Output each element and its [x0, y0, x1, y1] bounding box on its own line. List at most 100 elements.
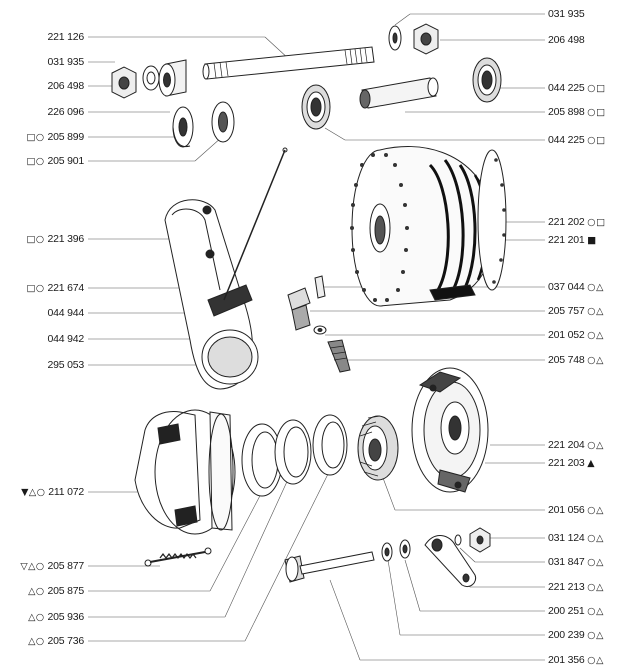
part-number: 200 239: [548, 629, 585, 641]
part-number: 201 052: [548, 329, 585, 341]
part-number: 205 875: [47, 585, 84, 597]
marks: △○: [28, 636, 45, 647]
label-200251: 200 251 ○△: [548, 605, 604, 618]
label-221396: □○ 221 396: [0, 233, 84, 246]
part-number: 205 736: [47, 635, 84, 647]
label-205898: 205 898 ○□: [548, 106, 606, 119]
marks: ○△: [587, 582, 604, 593]
label-295053: 295 053: [0, 359, 84, 372]
label-044942: 044 942: [0, 333, 84, 346]
part-number: 206 498: [548, 34, 585, 46]
label-221203: 221 203 ▲: [548, 457, 595, 470]
label-205936: △○ 205 936: [0, 611, 84, 624]
part-number: 206 498: [47, 80, 84, 92]
label-206498-left: 206 498: [0, 80, 84, 93]
part-number: 044 225: [548, 134, 585, 146]
marks: ○□: [587, 107, 606, 118]
part-number: 200 251: [548, 605, 585, 617]
part-number: 031 124: [548, 532, 585, 544]
label-205748: 205 748 ○△: [548, 354, 604, 367]
part-number: 031 847: [548, 556, 585, 568]
part-number: 044 225: [548, 82, 585, 94]
part-number: 221 126: [47, 31, 84, 43]
label-044225-upper: 044 225 ○□: [548, 82, 606, 95]
label-205736: △○ 205 736: [0, 635, 84, 648]
part-number: 205 877: [47, 560, 84, 572]
label-226096: 226 096: [0, 106, 84, 119]
marks: ○△: [587, 505, 604, 516]
part-number: 031 935: [548, 8, 585, 20]
label-031935-left: 031 935: [0, 56, 84, 69]
label-221204: 221 204 ○△: [548, 439, 604, 452]
part-number: 205 748: [548, 354, 585, 366]
label-221202: 221 202 ○□: [548, 216, 606, 229]
marks: ▼△○: [21, 487, 46, 498]
label-037044: 037 044 ○△: [548, 281, 604, 294]
part-number: 221 203: [548, 457, 585, 469]
marks: □○: [26, 132, 45, 143]
label-201052: 201 052 ○△: [548, 329, 604, 342]
part-number: 221 213: [548, 581, 585, 593]
label-205899: □○ 205 899: [0, 131, 84, 144]
label-205757: 205 757 ○△: [548, 305, 604, 318]
part-number: 037 044: [548, 281, 585, 293]
marks: ▲: [587, 458, 596, 469]
marks: ○△: [587, 606, 604, 617]
label-211072: ▼△○ 211 072: [0, 486, 84, 499]
part-number: 205 898: [548, 106, 585, 118]
part-number: 201 056: [548, 504, 585, 516]
marks: ○△: [587, 355, 604, 366]
part-number: 044 944: [47, 307, 84, 319]
part-number: 205 899: [47, 131, 84, 143]
marks: ○△: [587, 533, 604, 544]
label-201056: 201 056 ○△: [548, 504, 604, 517]
label-201356: 201 356 ○△: [548, 654, 604, 667]
marks: ○△: [587, 330, 604, 341]
label-200239: 200 239 ○△: [548, 629, 604, 642]
label-205901: □○ 205 901: [0, 155, 84, 168]
marks: ○□: [587, 217, 606, 228]
marks: □○: [26, 156, 45, 167]
part-number: 205 901: [47, 155, 84, 167]
marks: ○△: [587, 630, 604, 641]
part-number: 226 096: [47, 106, 84, 118]
part-number: 221 396: [47, 233, 84, 245]
part-number: 221 204: [548, 439, 585, 451]
label-205877: ▽△○ 205 877: [0, 560, 84, 573]
part-number: 044 942: [47, 333, 84, 345]
label-221201: 221 201 ■: [548, 234, 597, 247]
part-number: 031 935: [47, 56, 84, 68]
label-031847: 031 847 ○△: [548, 556, 604, 569]
marks: □○: [26, 234, 45, 245]
marks: ○□: [587, 135, 606, 146]
marks: ○△: [587, 306, 604, 317]
part-number: 205 757: [548, 305, 585, 317]
part-number: 221 674: [47, 282, 84, 294]
part-number: 211 072: [48, 486, 84, 498]
marks: △○: [28, 612, 45, 623]
part-number: 201 356: [548, 654, 585, 666]
marks: ○△: [587, 282, 604, 293]
part-number: 295 053: [47, 359, 84, 371]
part-number: 205 936: [47, 611, 84, 623]
label-206498-right: 206 498: [548, 34, 585, 47]
label-031935-right: 031 935: [548, 8, 585, 21]
label-221126-left: 221 126: [0, 31, 84, 44]
marks: ○△: [587, 557, 604, 568]
marks: □○: [26, 283, 45, 294]
label-221213: 221 213 ○△: [548, 581, 604, 594]
label-221674: □○ 221 674: [0, 282, 84, 295]
label-044225-lower: 044 225 ○□: [548, 134, 606, 147]
marks: ▽△○: [20, 561, 45, 572]
marks: ○△: [587, 440, 604, 451]
marks: △○: [28, 586, 45, 597]
marks: ○□: [587, 83, 606, 94]
part-number: 221 202: [548, 216, 585, 228]
label-031124: 031 124 ○△: [548, 532, 604, 545]
part-number: 221 201: [548, 234, 585, 246]
marks: ■: [587, 235, 597, 246]
label-205875: △○ 205 875: [0, 585, 84, 598]
label-044944: 044 944: [0, 307, 84, 320]
